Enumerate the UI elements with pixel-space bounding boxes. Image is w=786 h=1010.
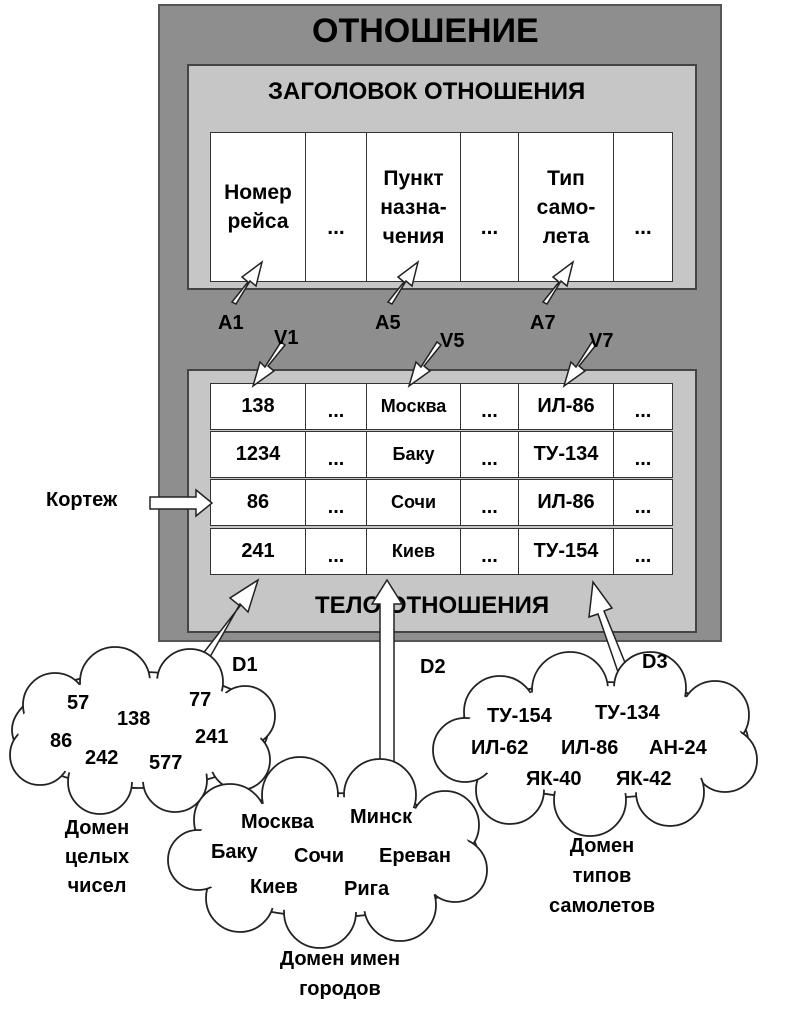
- body-cell: ТУ-134: [518, 431, 614, 478]
- body-cell: Сочи: [366, 479, 461, 526]
- cloud-integers: [9, 646, 276, 815]
- body-cell-ellipsis: ...: [460, 383, 519, 430]
- body-cell: ИЛ-86: [518, 479, 614, 526]
- header-cell-ellipsis: ...: [305, 132, 367, 282]
- cloud-item: Ереван: [379, 845, 451, 867]
- heading-title: ЗАГОЛОВОК ОТНОШЕНИЯ: [268, 78, 586, 105]
- cloud-planes: [432, 651, 758, 837]
- cloud-item: 577: [149, 752, 183, 774]
- arrow-d2: [370, 578, 404, 783]
- arrow-a1: [230, 260, 264, 305]
- cloud-item: 242: [85, 747, 119, 769]
- cloud-item: 57: [67, 692, 90, 714]
- body-cell-ellipsis: ...: [613, 431, 673, 478]
- body-cell-ellipsis: ...: [460, 431, 519, 478]
- header-cell-plane-type: Тип само- лета: [518, 132, 614, 282]
- cloud-cities: [167, 756, 488, 949]
- arrow-v5: [407, 340, 443, 388]
- domain-label-d1: D1: [232, 654, 258, 676]
- arrow-d1: [196, 578, 260, 665]
- cloud-item: 241: [195, 726, 229, 748]
- body-title: ТЕЛО ОТНОШЕНИЯ: [315, 592, 550, 619]
- body-cell-ellipsis: ...: [613, 383, 673, 430]
- attr-label-a7: A7: [530, 312, 556, 334]
- attr-label-a5: A5: [375, 312, 401, 334]
- relation-title: ОТНОШЕНИЕ: [312, 12, 539, 50]
- cloud-item: Рига: [344, 878, 390, 900]
- body-cell: Баку: [366, 431, 461, 478]
- arrow-a7: [541, 260, 575, 305]
- header-cell-ellipsis: ...: [613, 132, 673, 282]
- cloud-item: Сочи: [294, 845, 345, 867]
- value-label-v7: V7: [589, 330, 614, 352]
- attr-label-a1: A1: [218, 312, 244, 334]
- header-cell-ellipsis: ...: [460, 132, 519, 282]
- arrow-d3: [588, 580, 630, 673]
- arrow-a5: [386, 260, 420, 305]
- cloud-item: ИЛ-62: [471, 737, 529, 759]
- body-cell-ellipsis: ...: [613, 479, 673, 526]
- cloud-item: Москва: [241, 811, 314, 833]
- cloud-item: ЯК-42: [616, 768, 672, 790]
- cloud-item: ТУ-154: [487, 705, 552, 727]
- body-cell: 86: [210, 479, 306, 526]
- value-label-v1: V1: [274, 327, 299, 349]
- header-cell-destination: Пункт назна- чения: [366, 132, 461, 282]
- domain-label-d3: D3: [642, 651, 668, 673]
- cloud-item: Баку: [211, 841, 258, 863]
- arrow-tuple: [149, 488, 214, 518]
- body-cell-ellipsis: ...: [460, 479, 519, 526]
- body-cell-ellipsis: ...: [613, 528, 673, 575]
- caption-planes-domain: Домен типов самолетов: [548, 835, 656, 917]
- arrow-v1: [251, 340, 287, 388]
- arrow-v7: [562, 340, 598, 388]
- cloud-item: Киев: [250, 876, 298, 898]
- cloud-item: 86: [50, 730, 73, 752]
- body-cell-ellipsis: ...: [305, 528, 367, 575]
- caption-cities-domain: Домен имен городов: [279, 948, 401, 1000]
- body-cell-ellipsis: ...: [305, 383, 367, 430]
- caption-integers-domain: Домен целых чисел: [64, 817, 130, 897]
- cloud-item: ИЛ-86: [561, 737, 619, 759]
- cloud-item: 77: [189, 689, 212, 711]
- body-cell: ТУ-154: [518, 528, 614, 575]
- domain-label-d2: D2: [420, 656, 446, 678]
- header-cell-flight-number: Номер рейса: [210, 132, 306, 282]
- cloud-item: 138: [117, 708, 151, 730]
- cloud-item: ЯК-40: [526, 768, 582, 790]
- value-label-v5: V5: [440, 330, 465, 352]
- cloud-item: Минск: [350, 806, 413, 828]
- tuple-label: Кортеж: [46, 489, 118, 511]
- body-cell: 138: [210, 383, 306, 430]
- body-cell: 1234: [210, 431, 306, 478]
- body-cell: Москва: [366, 383, 461, 430]
- cloud-item: ТУ-134: [595, 702, 660, 724]
- cloud-item: АН-24: [649, 737, 707, 759]
